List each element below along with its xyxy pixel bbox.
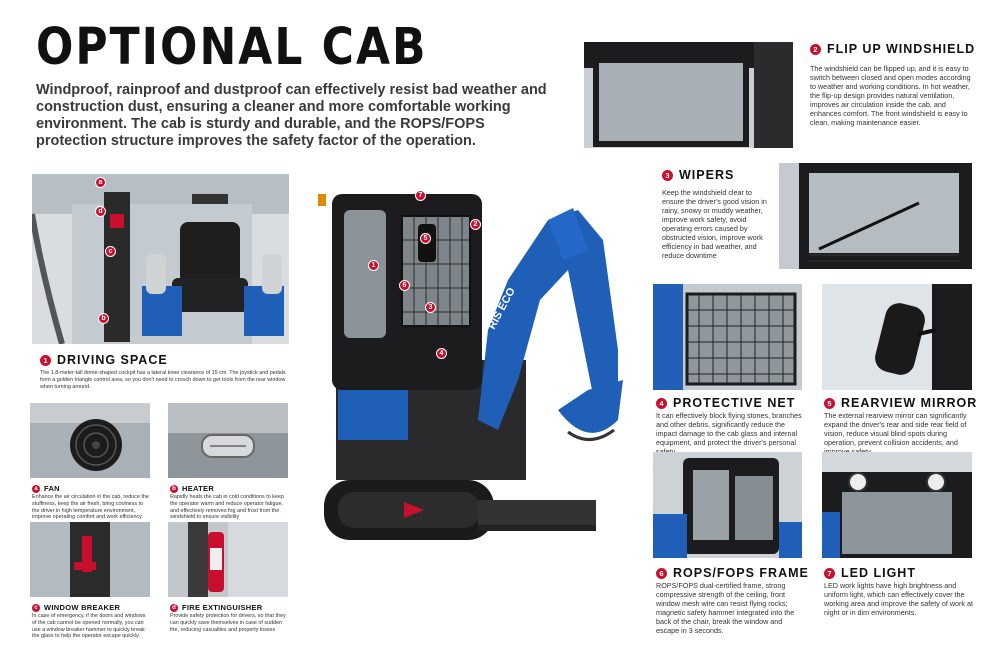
extinguisher-photo: [168, 522, 288, 597]
wipers-photo: [779, 163, 972, 269]
flip-up-photo: [584, 42, 793, 148]
window-breaker-desc: In case of emergency, if the doors and w…: [32, 613, 146, 640]
fan-photo: [30, 403, 150, 478]
protective-net-title: 4 PROTECTIVE NET: [656, 396, 795, 410]
rops-desc: ROPS/FOPS dual-certified frame, strong c…: [656, 581, 795, 635]
led-desc: LED work lights have high brightness and…: [824, 581, 974, 617]
rearview-title: 5 REARVIEW MIRROR: [824, 396, 977, 410]
wipers-title: 3 WIPERS: [662, 168, 734, 182]
wipers-desc: Keep the windshield clear to ensure the …: [662, 188, 767, 260]
excavator-marker-4: 4: [436, 348, 447, 359]
marker-b: b: [98, 313, 109, 324]
led-title: 7 LED LIGHT: [824, 566, 916, 580]
excavator-marker-3: 3: [425, 302, 436, 313]
marker-d: d: [95, 206, 106, 217]
flip-up-title: 2 FLIP UP WINDSHIELD: [810, 42, 975, 56]
rearview-photo: [822, 284, 972, 390]
driving-space-photo: a d c b: [32, 174, 289, 344]
heater-title: b HEATER: [170, 484, 214, 493]
excavator-marker-2: 2: [470, 219, 481, 230]
excavator-marker-6: 6: [399, 280, 410, 291]
rearview-desc: The external rearview mirror can signifi…: [824, 411, 967, 456]
excavator-image: RIS ECO 7 2 5 1 6 3 4: [318, 180, 648, 570]
intro-text: Windproof, rainproof and dustproof can e…: [36, 82, 547, 149]
protective-net-photo: [653, 284, 802, 390]
driving-space-desc: The 1.8-meter-tall dome-shaped cockpit h…: [40, 370, 286, 390]
extinguisher-desc: Provide safety protection for drivers, s…: [170, 613, 286, 633]
fan-desc: Enhance the air circulation in the cab, …: [32, 494, 149, 521]
excavator-marker-5: 5: [420, 233, 431, 244]
driving-space-title: 1 DRIVING SPACE: [40, 353, 168, 367]
led-photo: [822, 452, 972, 558]
heater-photo: [168, 403, 288, 478]
marker-a: a: [95, 177, 106, 188]
excavator-marker-7: 7: [415, 190, 426, 201]
page-title: OPTIONAL CAB: [36, 18, 428, 77]
window-breaker-title: c WINDOW BREAKER: [32, 603, 120, 612]
window-breaker-photo: [30, 522, 150, 597]
flip-up-desc: The windshield can be flipped up, and it…: [810, 64, 971, 127]
heater-desc: Rapidly heats the cab in cold conditions…: [170, 494, 284, 521]
excavator-marker-1: 1: [368, 260, 379, 271]
extinguisher-title: d FIRE EXTINGUISHER: [170, 603, 263, 612]
rops-title: 6 ROPS/FOPS FRAME: [656, 566, 809, 580]
protective-net-desc: It can effectively block flying stones, …: [656, 411, 802, 456]
fan-title: a FAN: [32, 484, 60, 493]
rops-photo: [653, 452, 802, 558]
marker-c: c: [105, 246, 116, 257]
